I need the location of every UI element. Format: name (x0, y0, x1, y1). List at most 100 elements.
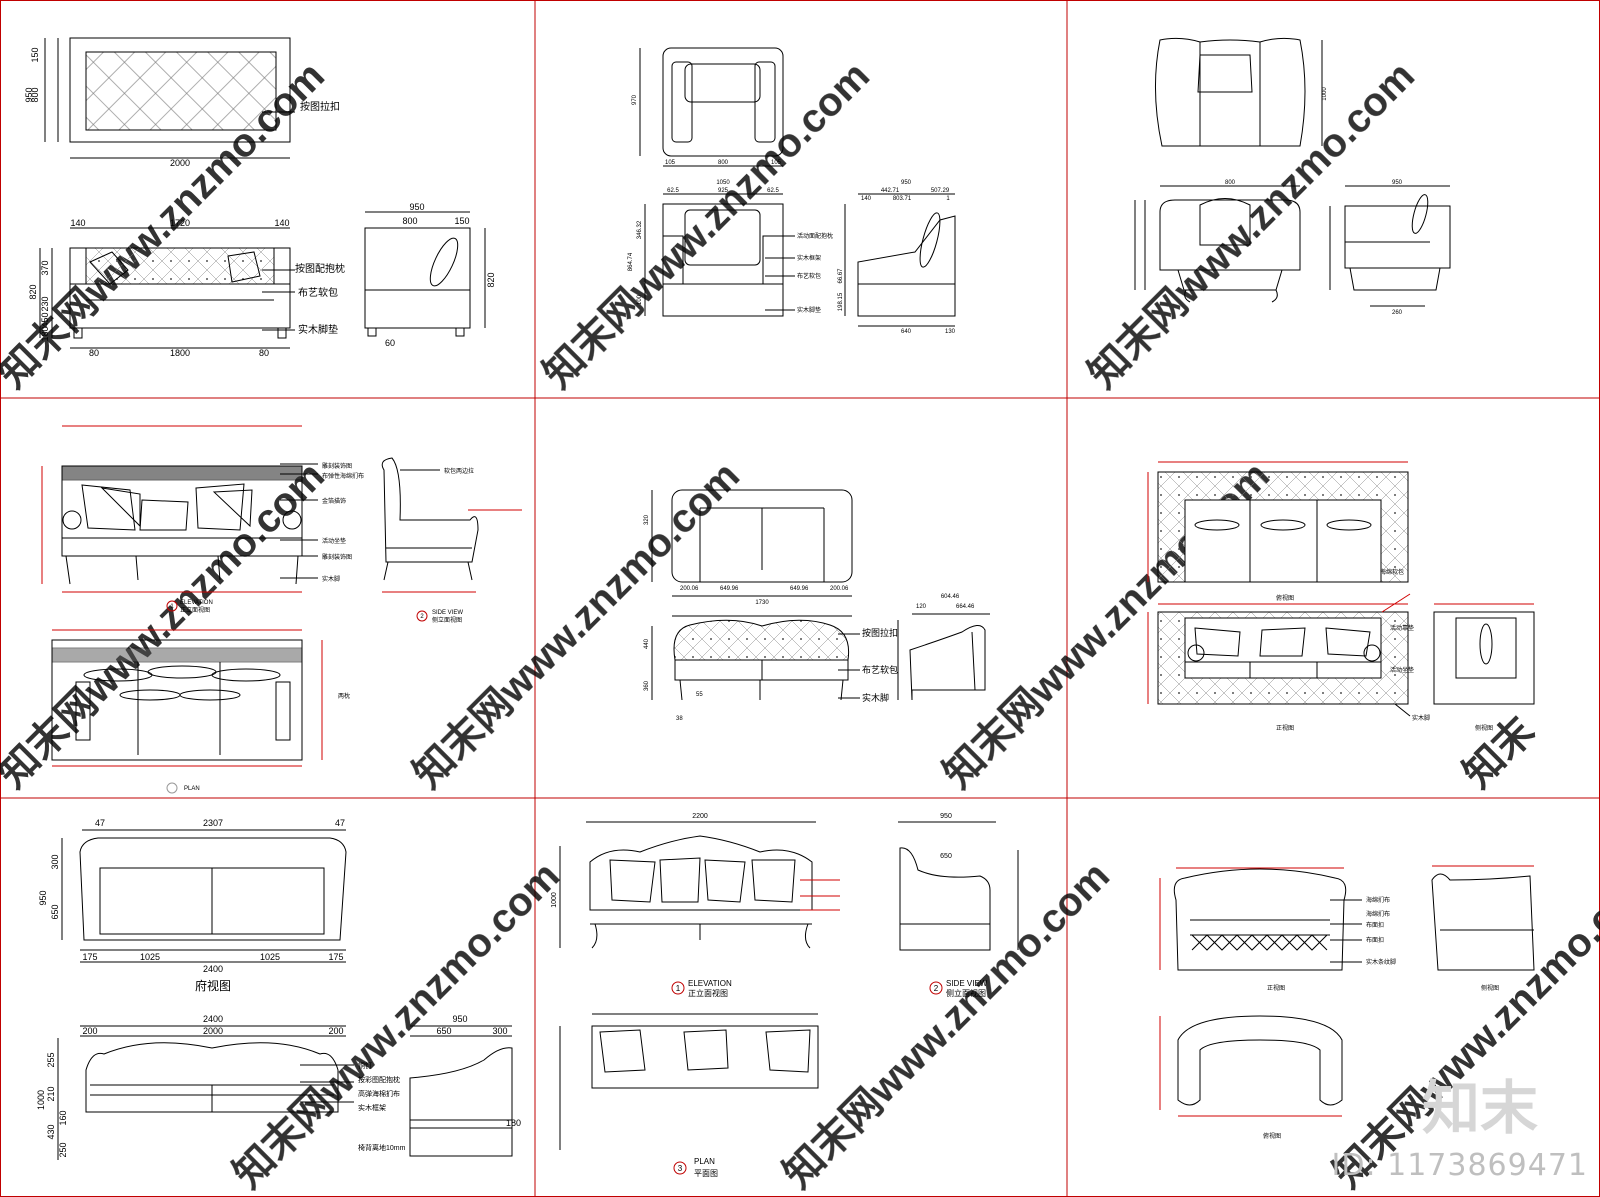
c5-dim-649b: 649.96 (790, 586, 809, 592)
c1-side-800: 800 (402, 216, 417, 226)
cell-1-text: 150 800 950 2000 140 1720 140 370 230 82… (24, 47, 496, 358)
c4-label-6: 实木脚 (322, 575, 340, 583)
c9-label-4: 布面扣 (1366, 936, 1384, 944)
c4-label-1: 雕刻装饰图 (322, 462, 352, 470)
c3-dim-4: 260 (1392, 310, 1403, 316)
c7-elev-2400: 2400 (203, 1014, 223, 1024)
cell-5-camelback-sofa-drawing (651, 489, 990, 701)
c7-elev-160: 160 (58, 1110, 68, 1125)
c2-dim-100: 100 (637, 294, 643, 305)
c9-top: 俯视图 (1263, 1132, 1281, 1140)
c7-dim-2307: 2307 (203, 818, 223, 828)
cell-9-text: 海绵扪布 海绵扪布 布面扣 布面扣 实木条纹脚 正视图 侧视图 俯视图 (1263, 896, 1499, 1140)
c1-side-150: 150 (454, 216, 469, 226)
c5-dim-66446: 664.46 (956, 604, 975, 610)
c1-dim-150: 150 (30, 47, 40, 62)
c5-label-fabric: 布艺软包 (862, 664, 898, 675)
c8-dim-s2: 650 (940, 853, 952, 860)
c2-label-fabric: 布艺软包 (797, 272, 821, 280)
c1-side-820: 820 (486, 272, 496, 287)
c2-dim-950: 950 (901, 180, 912, 186)
c7-dim-950: 950 (38, 890, 48, 905)
c9-label-2: 海绵扪布 (1366, 910, 1390, 918)
c2-dim-44271: 442.71 (881, 188, 900, 194)
c2-dim-640: 640 (901, 329, 912, 335)
c2-dim-50729: 507.29 (931, 188, 950, 194)
c7-dim-175a: 175 (82, 952, 97, 962)
c8-elev-cn: 正立面视图 (688, 988, 728, 998)
c2-label-frame: 实木框架 (797, 254, 821, 262)
watermark-id: ID: 1173869471 (1331, 1148, 1588, 1183)
c4-side-num: 2 (420, 614, 424, 620)
cell-4-text: 雕刻装饰图 布弹性海绵扪布 金箔描饰 活动坐垫 雕刻装饰图 实木脚 软包两边拉 … (166, 462, 474, 794)
c2-dim-625b: 62.5 (767, 188, 779, 194)
c1-dim-80a: 80 (89, 348, 99, 358)
c1-dim-140a: 140 (70, 218, 85, 228)
c5-dim-200a: 200.06 (680, 586, 699, 592)
c7-elev-2000: 2000 (203, 1026, 223, 1036)
c2-dim-800: 800 (718, 160, 729, 166)
c8-plan-cn: 平面图 (694, 1169, 718, 1178)
c1-dim-180: 180 (40, 326, 50, 341)
c2-dim-625a: 62.5 (667, 188, 679, 194)
c4-elev-num: 1 (170, 604, 174, 610)
c7-dim-1025b: 1025 (260, 952, 280, 962)
c7-top-title: 府视图 (195, 978, 231, 993)
c5-dim-1730: 1730 (755, 600, 769, 606)
c5-dim-440: 440 (644, 638, 650, 649)
cell-9-sofa-drawing (1159, 865, 1535, 1117)
c2-dim-86474: 864.74 (628, 252, 634, 271)
c1-dim-800: 800 (30, 87, 40, 102)
c7-elev-250: 250 (58, 1142, 68, 1157)
cell-4-carved-sofa-drawing (41, 425, 522, 767)
c7-dim-650: 650 (50, 904, 60, 919)
c2-dim-140: 140 (861, 196, 872, 202)
svg-text:知末网www.znzmo.com: 知末网www.znzmo.com (0, 454, 333, 797)
c7-dim-47b: 47 (335, 818, 345, 828)
svg-text:知末: 知末 (1455, 709, 1543, 797)
c4-plan-label: 两枕 (338, 692, 350, 700)
c5-dim-120: 120 (916, 604, 927, 610)
c2-dim-105b: 105 (771, 160, 782, 166)
c3-dim-2: 800 (1225, 180, 1236, 186)
cell-6-tufted-sofa-drawing (1147, 461, 1535, 717)
c2-dim-130: 130 (945, 329, 956, 335)
c7-elev-430: 430 (46, 1124, 56, 1139)
c2-label-pillow: 活动面配抱枕 (797, 232, 833, 240)
c1-label-feet: 实木脚垫 (298, 323, 338, 336)
c7-side-950: 950 (452, 1014, 467, 1024)
c6-c2: 活动坐垫 (1390, 666, 1414, 674)
c7-elev-200a: 200 (82, 1026, 97, 1036)
c9-side: 侧视图 (1481, 984, 1499, 992)
c8-elev-en: ELEVATION (688, 979, 732, 988)
c9-label-3: 布面扣 (1366, 921, 1384, 929)
c7-dim-2400: 2400 (203, 964, 223, 974)
c9-label-1: 海绵扪布 (1366, 896, 1390, 904)
c6-feet: 实木脚 (1412, 714, 1430, 722)
c8-plan-num: 3 (678, 1164, 683, 1173)
c7-dim-1025a: 1025 (140, 952, 160, 962)
c2-dim-198: 198.15 (838, 292, 844, 311)
c8-elev-num: 1 (676, 984, 681, 993)
c1-label-pull: 按图拉扣 (300, 100, 340, 113)
c2-dim-105a: 105 (665, 160, 676, 166)
c7-label-frame: 实木框架 (358, 1103, 386, 1112)
c4-label-2: 布弹性海绵扪布 (322, 472, 364, 480)
c5-dim-320: 320 (644, 514, 650, 525)
c2-dim-970: 970 (632, 94, 638, 105)
c7-elev-1000: 1000 (36, 1090, 46, 1110)
c8-plan-en: PLAN (694, 1157, 715, 1166)
c1-dim-370: 370 (40, 260, 50, 275)
c8-dim-h1: 1000 (551, 892, 558, 908)
cell-2-text: 970 105 800 105 1050 62.5 925 62.5 950 4… (628, 94, 956, 335)
c8-side-en: SIDE VIEW (946, 979, 988, 988)
c1-dim-450: 450 (40, 312, 50, 327)
c8-side-cn: 侧立面视图 (946, 988, 986, 998)
c7-dim-175b: 175 (328, 952, 343, 962)
c5-dim-38: 38 (676, 716, 683, 722)
cell-3-text: 1000 800 950 260 (1225, 87, 1403, 316)
c1-dim-140b: 140 (274, 218, 289, 228)
svg-text:知末网www.znzmo.com: 知末网www.znzmo.com (1080, 54, 1423, 397)
